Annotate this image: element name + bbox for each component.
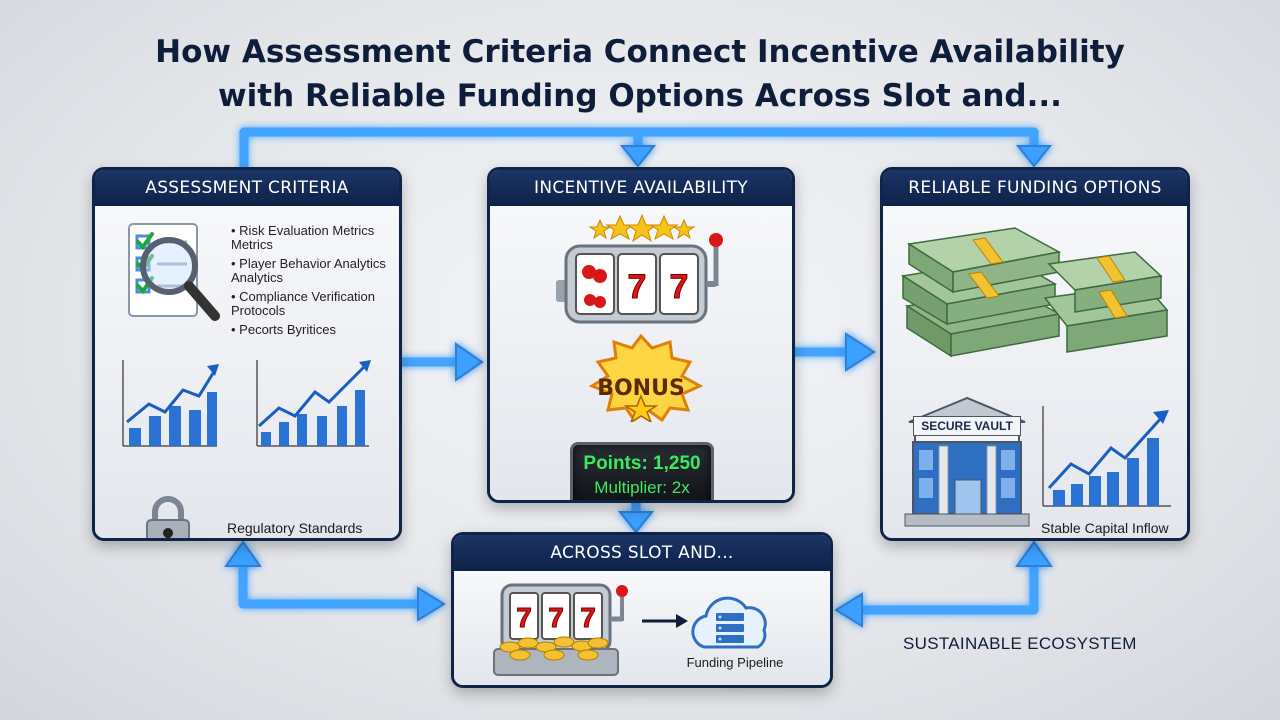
panel-assessment-criteria: ASSESSMENT CRITERIA Risk Evaluation Metr… (92, 167, 402, 541)
arrowhead-to-slot-left (417, 586, 446, 622)
mini-bar-chart-icon (122, 360, 219, 447)
cloud-server-icon (691, 596, 767, 649)
slot-machine-icon: 7 7 (556, 214, 723, 324)
flow-arrow-icon (642, 614, 688, 628)
arrowhead-to-funding (845, 332, 876, 372)
arrowhead-to-slot-right (834, 592, 863, 628)
panel-reliable-funding: RELIABLE FUNDING OPTIONS (880, 167, 1190, 541)
panel-header-incentive: INCENTIVE AVAILABILITY (490, 170, 792, 206)
stable-capital-inflow-caption: Stable Capital Inflow (1041, 520, 1169, 536)
svg-text:7: 7 (548, 602, 564, 633)
padlock-icon (146, 496, 190, 538)
multiplier-text: Multiplier: 2x (594, 478, 690, 497)
panel-body-funding: SECURE VAULT Stable Capital Inflow (883, 206, 1187, 538)
regulatory-standards-caption: Regulatory Standards (227, 520, 363, 536)
bonus-badge-icon (588, 334, 704, 422)
bonus-label: BONUS (597, 376, 685, 401)
svg-text:7: 7 (628, 268, 647, 306)
panel-incentive-availability: INCENTIVE AVAILABILITY 7 7 (487, 167, 795, 503)
bullet-item: Pecorts Byritices (231, 323, 399, 337)
arrowhead-funding (1015, 145, 1053, 168)
mini-line-chart-icon (256, 360, 371, 447)
points-display-screen: Points: 1,250 Multiplier: 2x (570, 442, 714, 500)
assessment-bullet-list: Risk Evaluation Metrics Metrics Player B… (231, 224, 399, 342)
panel-header-slot: ACROSS SLOT AND... (454, 535, 830, 571)
svg-text:7: 7 (670, 268, 689, 306)
funding-pipeline-caption: Funding Pipeline (686, 655, 784, 670)
bullet-item: Compliance Verification Protocols (231, 290, 399, 318)
growth-bar-chart-icon (1042, 406, 1171, 507)
bank-vault-building-icon (904, 396, 1030, 527)
svg-text:7: 7 (516, 602, 532, 633)
bullet-item: Player Behavior Analytics Analytics (231, 257, 399, 285)
arrowhead-incentive (619, 145, 657, 168)
cash-stacks-icon (900, 227, 1169, 358)
panel-header-funding: RELIABLE FUNDING OPTIONS (883, 170, 1187, 206)
arrowhead-up-assessment (224, 540, 262, 567)
checklist-magnifier-icon (128, 223, 220, 321)
sustainable-ecosystem-label: SUSTAINABLE ECOSYSTEM (903, 634, 1137, 653)
svg-text:7: 7 (580, 602, 596, 633)
secure-vault-sign: SECURE VAULT (913, 416, 1021, 436)
arrowhead-up-funding (1015, 540, 1053, 567)
diagram-title-line-2: with Reliable Funding Options Across Slo… (218, 78, 1062, 114)
bullet-item: Risk Evaluation Metrics Metrics (231, 224, 399, 252)
diagram-title-line-1: How Assessment Criteria Connect Incentiv… (155, 34, 1125, 70)
loop-left-arrow (238, 560, 420, 609)
arrowhead-to-slot (617, 511, 655, 534)
panel-body-assessment: Risk Evaluation Metrics Metrics Player B… (95, 206, 399, 538)
points-text: Points: 1,250 (583, 453, 701, 474)
loop-right-arrow (860, 560, 1039, 615)
panel-body-incentive: 7 7 BONUS Points: 1,250 Multiplier: 2x (490, 206, 792, 500)
arrowhead-to-incentive (455, 342, 484, 382)
panel-header-assessment: ASSESSMENT CRITERIA (95, 170, 399, 206)
